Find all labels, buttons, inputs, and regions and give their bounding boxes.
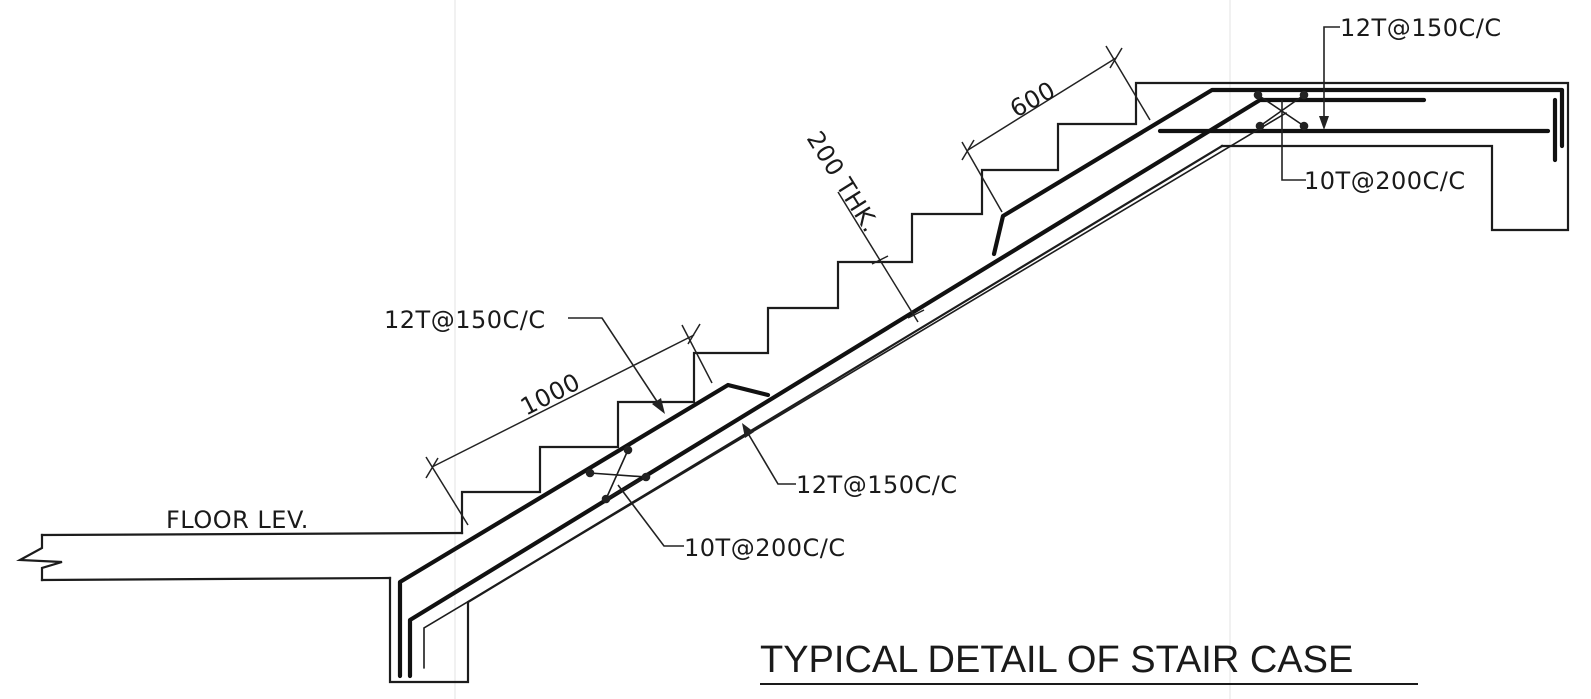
floor-slab-outline [40, 531, 464, 537]
leader-landing-distribution [1281, 100, 1306, 181]
leader-top-right-rebar [1319, 26, 1340, 130]
leader-lower-distribution [617, 484, 684, 547]
label-lower-distribution: 10T@200C/C [684, 534, 846, 562]
floor-slab [16, 531, 464, 582]
lower-distribution-bars [585, 445, 651, 504]
waist-bottom-rebar [407, 97, 1427, 679]
label-lower-bottom-rebar: 12T@150C/C [796, 471, 958, 499]
dim-600-label: 600 [1005, 76, 1060, 123]
waist-top-rebar [397, 382, 771, 679]
stair-outline-steps [460, 81, 1570, 535]
leader-lower-top-rebar [568, 317, 665, 414]
upper-top-rebar [991, 87, 1565, 257]
waist-thickness-label: 200 THK. [801, 126, 885, 237]
floor-level-label: FLOOR LEV. [166, 506, 309, 534]
upper-distribution-bars [1253, 90, 1309, 131]
waist-bottom-cover-line [423, 112, 1287, 669]
label-landing-distribution: 10T@200C/C [1304, 167, 1466, 195]
dim-1000-label: 1000 [516, 368, 585, 422]
stair-outline-soffit [388, 144, 1224, 684]
break-symbol [16, 533, 63, 582]
label-lower-top-rebar: 12T@150C/C [384, 306, 546, 334]
dimension-1000 [425, 323, 713, 526]
dimension-600 [961, 45, 1151, 213]
leader-lower-bottom-rebar [742, 423, 796, 485]
label-top-right-rebar: 12T@150C/C [1340, 14, 1502, 42]
floor-slab-underside [40, 576, 392, 582]
drawing-title: TYPICAL DETAIL OF STAIR CASE [760, 639, 1353, 681]
waist-thickness-dimension [837, 191, 925, 323]
